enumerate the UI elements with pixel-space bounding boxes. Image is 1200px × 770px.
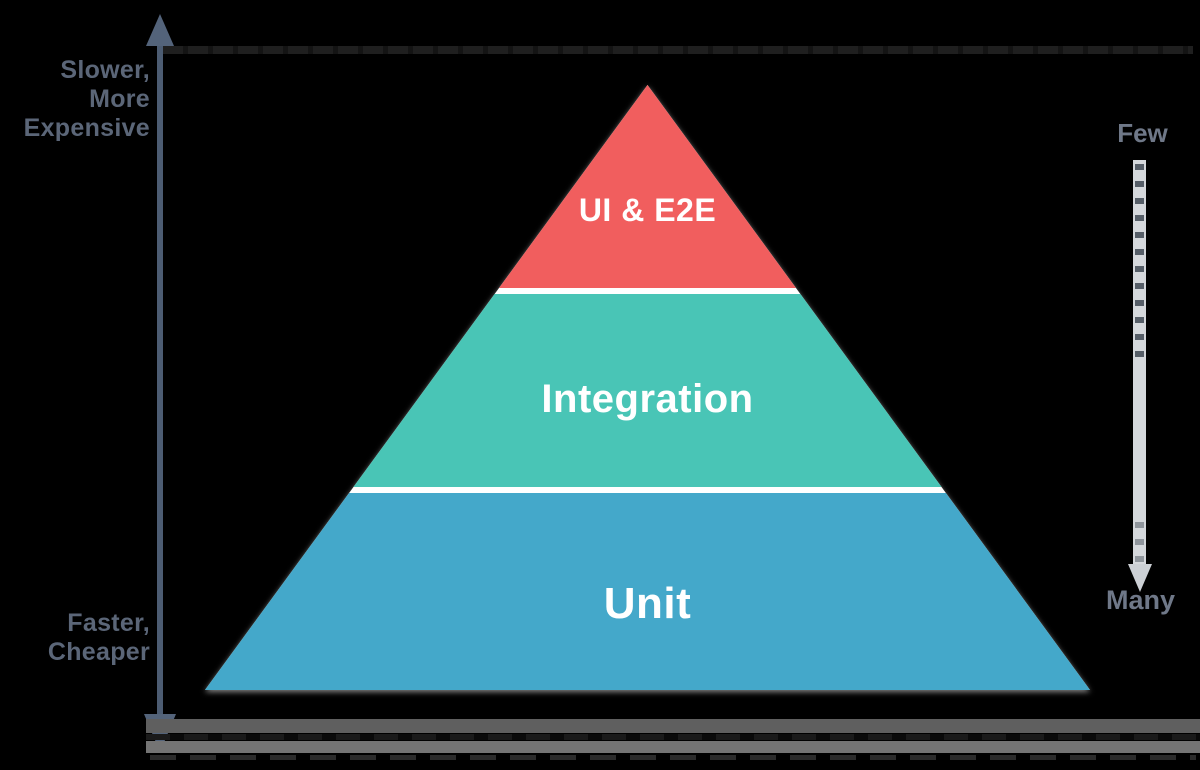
left-axis-line bbox=[157, 42, 163, 720]
axis-label-line: Expensive bbox=[23, 114, 150, 142]
scale-arrow-down-icon bbox=[1128, 564, 1152, 592]
pyramid-level-unit bbox=[205, 493, 1090, 690]
pyramid-level-ui-e2e bbox=[205, 85, 1090, 288]
quantity-label-few: Few bbox=[1117, 118, 1168, 148]
axis-label-line: Slower, bbox=[60, 56, 150, 84]
level-label: Integration bbox=[541, 377, 754, 421]
quantity-label-many: Many bbox=[1105, 585, 1176, 615]
quantity-scale-dashes bbox=[1135, 522, 1144, 568]
top-boundary-line bbox=[163, 46, 1193, 54]
quantity-scale-dashes bbox=[1135, 164, 1144, 362]
axis-label-faster-cheaper: Faster, Cheaper bbox=[0, 609, 150, 667]
axis-label-line: Cheaper bbox=[47, 638, 150, 666]
level-label: Unit bbox=[603, 579, 692, 628]
axis-label-line: More bbox=[89, 85, 150, 113]
arrow-up-icon bbox=[146, 14, 174, 46]
testing-pyramid: UI & E2E Integration Unit bbox=[205, 85, 1090, 690]
bottom-dashes bbox=[150, 755, 1196, 760]
pyramid-shape: UI & E2E Integration Unit bbox=[205, 85, 1090, 690]
level-label: UI & E2E bbox=[578, 192, 717, 228]
bottom-bar-2 bbox=[146, 741, 1200, 753]
axis-label-slower-more-expensive: Slower, More Expensive bbox=[0, 56, 150, 143]
bottom-mid-dashes bbox=[146, 734, 1200, 740]
axis-label-line: Faster, bbox=[67, 609, 150, 637]
bottom-bar-1 bbox=[146, 719, 1200, 733]
